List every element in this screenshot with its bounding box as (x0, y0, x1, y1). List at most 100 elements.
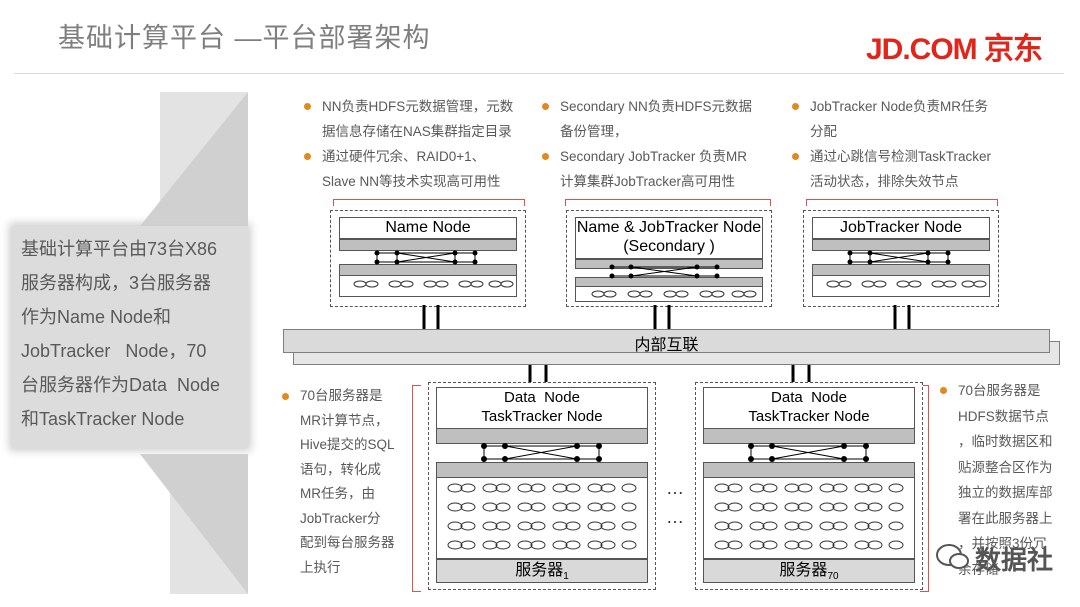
bracket (806, 199, 998, 206)
bullet-icon (304, 153, 311, 160)
summary-line: 和TaskTracker Node (21, 409, 185, 429)
nic-strip (703, 462, 915, 478)
switch-crossover (847, 250, 951, 265)
bullet-icon (304, 103, 311, 110)
data-node-storage-note: 70台服务器是 HDFS数据节点 ，临时数据区和 贴源整合区作为 独立的数据库部… (940, 378, 1072, 582)
summary-line: 基础计算平台由73台X86 (21, 239, 218, 259)
disk-array (436, 477, 648, 559)
bullet-icon (542, 153, 549, 160)
note-line: 计算集群JobTracker高可用性 (560, 174, 736, 189)
server-label-70: 服务器70 (703, 559, 915, 583)
disk-icon (714, 483, 904, 550)
note-line: MR任务，由 (300, 486, 375, 501)
nic-strip (812, 239, 990, 251)
note-item: 70台服务器是 HDFS数据节点 ，临时数据区和 贴源整合区作为 独立的数据库部… (940, 378, 1072, 582)
summary-line: 台服务器作为Data Node (21, 375, 221, 395)
name-node-label: Name Node (339, 217, 517, 239)
data-node-title: Data Node (504, 389, 580, 406)
disk-array (339, 275, 517, 297)
note-line: Secondary JobTracker 负责MR (560, 149, 748, 164)
note-line: JobTracker分 (300, 510, 381, 526)
note-line: MR计算节点， (300, 412, 389, 428)
secondary-node-label: Name & JobTracker Node (Secondary ) (575, 217, 763, 259)
bullet-icon (792, 153, 799, 160)
left-arrow-shape (140, 92, 248, 594)
note-line: NN负责HDFS元数据管理，元数 (322, 99, 514, 114)
note-item: Secondary NN负责HDFS元数据 备份管理， (542, 94, 782, 144)
note-line: 70台服务器是 (958, 383, 1041, 398)
ellipsis: … (666, 478, 686, 498)
bus-connectors (422, 305, 911, 382)
disk-icon (447, 483, 637, 550)
internal-interconnect-bus (283, 329, 1050, 353)
note-line: ，并按照3份冗 (958, 536, 1047, 551)
note-line: 70台服务器是 (300, 388, 383, 403)
name-node-notes: NN负责HDFS元数据管理，元数 据信息存储在NAS集群指定目录 通过硬件冗余、… (304, 94, 534, 194)
note-line: Secondary NN负责HDFS元数据 (560, 99, 753, 114)
server-index: 1 (563, 571, 569, 583)
nic-strip (339, 239, 517, 251)
summary-line: 服务器构成，3台服务器 (21, 273, 212, 293)
note-line: 署在此服务器上 (958, 510, 1053, 526)
bracket (333, 199, 525, 206)
nic-strip (703, 428, 915, 444)
data-node-label: Data Node TaskTracker Node (703, 387, 915, 429)
name-node-server: Name Node (330, 210, 526, 307)
secondary-notes: Secondary NN负责HDFS元数据 备份管理， Secondary Jo… (542, 94, 782, 194)
ellipsis: … (666, 507, 686, 527)
note-item: 通过心跳信号检测TaskTracker 活动状态，排除失效节点 (792, 144, 1032, 194)
note-item: NN负责HDFS元数据管理，元数 据信息存储在NAS集群指定目录 (304, 94, 534, 144)
note-line: 分配 (810, 124, 837, 139)
note-line: Hive提交的SQL (300, 437, 395, 452)
jobtracker-node-server: JobTracker Node (803, 210, 999, 307)
jobtracker-notes: JobTracker Node负责MR任务 分配 通过心跳信号检测TaskTra… (792, 94, 1032, 194)
note-line: ，临时数据区和 (958, 434, 1053, 449)
tasktracker-title: TaskTracker Node (748, 408, 870, 425)
note-line: 语句，转化成 (300, 461, 381, 477)
data-node-title: Data Node (771, 389, 847, 406)
nic-strip (575, 259, 763, 269)
header-divider (14, 73, 1064, 74)
nic-strip (436, 462, 648, 478)
disk-array (812, 275, 990, 297)
disk-array (703, 477, 915, 559)
data-node-label: Data Node TaskTracker Node (436, 387, 648, 429)
note-line: Slave NN等技术实现高可用性 (322, 174, 501, 189)
note-item: 70台服务器是 MR计算节点， Hive提交的SQL 语句，转化成 MR任务，由… (282, 384, 414, 580)
data-node-server-1: Data Node TaskTracker Node (428, 382, 656, 590)
server-name: 服务器 (515, 562, 564, 579)
wechat-icon (936, 544, 969, 569)
server-name: 服务器 (779, 562, 828, 579)
switch-crossover (609, 264, 720, 279)
server-index: 70 (827, 571, 839, 583)
note-line: 据信息存储在NAS集群指定目录 (322, 124, 512, 139)
bullet-icon (940, 387, 947, 394)
disk-array (575, 286, 763, 302)
server-label-1: 服务器1 (436, 559, 648, 583)
disk-icon (591, 290, 757, 298)
bracket (412, 385, 421, 592)
note-item: 通过硬件冗余、RAID0+1、 Slave NN等技术实现高可用性 (304, 144, 534, 194)
switch-crossover (481, 443, 602, 462)
summary-line: JobTracker Node，70 (21, 341, 207, 361)
note-item: JobTracker Node负责MR任务 分配 (792, 94, 1032, 144)
tasktracker-title: TaskTracker Node (481, 408, 603, 425)
note-line: 通过硬件冗余、RAID0+1、 (322, 149, 486, 164)
switch-crossover (374, 250, 478, 265)
bracket (920, 385, 929, 592)
note-line: 贴源整合区作为 (958, 459, 1053, 475)
jd-logo: JD.COM 京东 (866, 33, 1043, 66)
summary-box: 基础计算平台由73台X86 服务器构成，3台服务器 作为Name Node和 J… (12, 226, 248, 448)
data-node-server-70: Data Node TaskTracker Node (695, 382, 923, 590)
note-line: 上执行 (300, 559, 341, 575)
jobtracker-node-label: JobTracker Node (812, 217, 990, 239)
bracket (565, 199, 771, 206)
note-line: 备份管理， (560, 124, 628, 139)
disk-icon (353, 280, 514, 288)
switch-crossover (748, 443, 869, 462)
watermark-text: 数据社 (975, 545, 1054, 575)
bullet-icon (792, 103, 799, 110)
nic-strip (436, 428, 648, 444)
note-line: 独立的数据库部 (958, 485, 1053, 500)
disk-icon (826, 280, 987, 288)
